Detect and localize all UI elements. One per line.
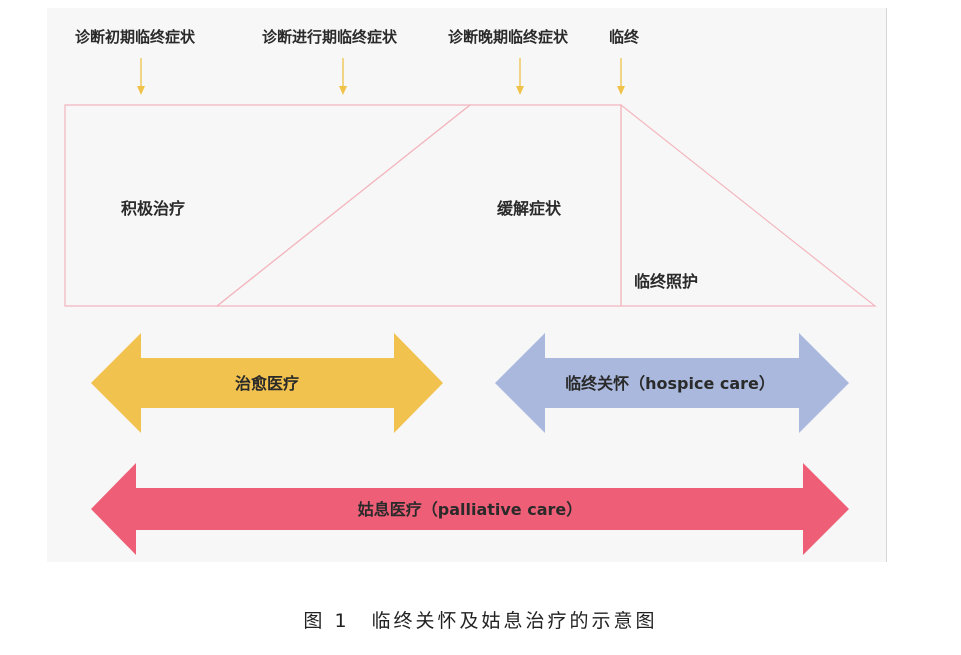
end-of-life-care-region — [620, 103, 877, 307]
stage-marker-late — [516, 58, 524, 95]
palliative-care-label: 姑息医疗（palliative care） — [358, 500, 583, 519]
curative-care-arrow — [91, 333, 443, 433]
hospice-care-label: 临终关怀（hospice care） — [565, 374, 775, 393]
stage-label-late: 诊断晚期临终症状 — [448, 28, 569, 46]
stage-label-early: 诊断初期临终症状 — [75, 28, 196, 46]
stage-marker-early — [137, 58, 145, 95]
figure-caption: 图 1 临终关怀及姑息治疗的示意图 — [303, 610, 658, 632]
region-label-symptom-relief: 缓解症状 — [496, 199, 562, 218]
stage-label-progressive: 诊断进行期临终症状 — [262, 28, 398, 46]
stage-marker-progressive — [339, 58, 347, 95]
curative-care-label: 治愈医疗 — [235, 374, 299, 393]
region-label-active-treatment: 积极治疗 — [121, 199, 185, 218]
hospice-care-arrow — [495, 333, 849, 433]
region-label-end-of-life-care: 临终照护 — [634, 272, 698, 291]
figure-panel — [47, 8, 887, 562]
palliative-care-arrow — [91, 463, 849, 555]
stage-label-end: 临终 — [609, 28, 640, 46]
stage-marker-end — [617, 58, 625, 95]
